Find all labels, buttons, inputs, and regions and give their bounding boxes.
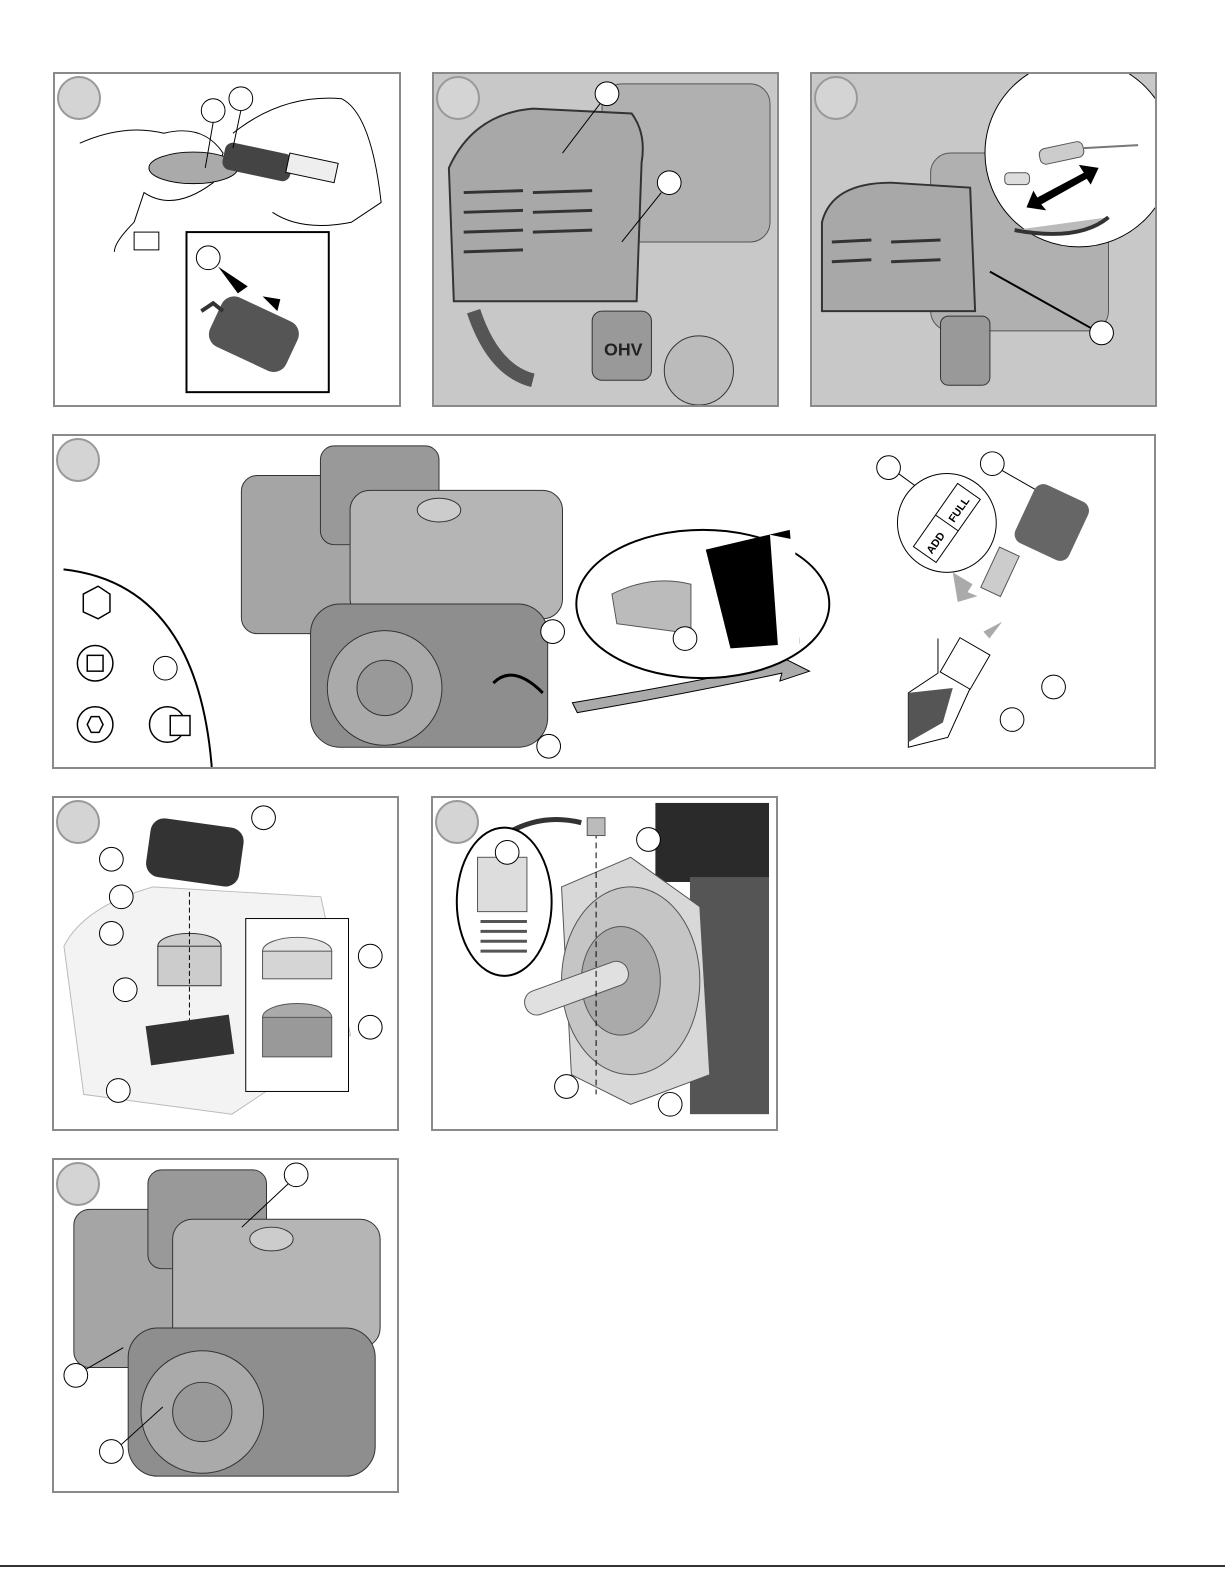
oil-check-illustration: ADD FULL [63, 445, 1089, 767]
callout-circle [357, 943, 383, 969]
callout-circle [105, 1078, 131, 1103]
callout-circle [999, 707, 1025, 732]
gear-reduction-illustration [455, 802, 770, 1117]
panel-spark-tester [810, 72, 1157, 407]
page-footer-rule [0, 1565, 1225, 1567]
callout-circle [251, 805, 276, 831]
spark-tester-illustration [812, 74, 1155, 405]
step-number-circle [435, 800, 479, 844]
callout-circle [1041, 674, 1066, 700]
callout-circle [283, 1162, 309, 1188]
callout-circle [99, 846, 124, 872]
callout-circle [876, 455, 901, 480]
panel-engine-overview [52, 1158, 399, 1493]
callout-circle [672, 626, 698, 651]
ohv-badge: OHV [604, 340, 643, 360]
callout-circle [63, 1363, 89, 1388]
engine-overview-illustration [63, 1162, 381, 1477]
callout-circle [99, 1439, 124, 1464]
step-number-circle [436, 76, 480, 120]
step-number-circle [814, 76, 858, 120]
step-number-circle [56, 1162, 100, 1206]
magnified-tester-circle [984, 74, 1155, 248]
callout-circle [195, 245, 221, 271]
callout-circle [200, 98, 226, 123]
callout-circle [228, 86, 254, 112]
panel-spark-plug-location: OHV [432, 72, 779, 407]
callout-circle [540, 619, 565, 644]
callout-circle [357, 1014, 383, 1040]
callout-circle [108, 884, 134, 910]
callout-circle [979, 451, 1005, 477]
callout-circle [1089, 320, 1114, 346]
drain-plug-types [76, 585, 191, 744]
spark-plug-illustration [79, 86, 382, 394]
step-number-circle [57, 76, 101, 120]
callout-circle [554, 1074, 579, 1099]
panel-spark-plug-gap [53, 72, 401, 407]
panel-oil-check-and-drain: ADD FULL [52, 434, 1156, 769]
callout-circle [636, 827, 661, 852]
step-number-circle [56, 800, 100, 844]
air-filter-illustration [63, 805, 383, 1115]
callout-circle [536, 733, 562, 759]
callout-circle [657, 1091, 683, 1117]
panel-gear-reduction-oil [431, 796, 778, 1131]
step-number-circle [56, 438, 100, 482]
panel-air-filter [52, 796, 399, 1131]
callout-circle [99, 921, 124, 946]
callout-circle [112, 977, 138, 1003]
engine-closeup-illustration: OHV [434, 74, 777, 405]
callout-circle [152, 655, 178, 681]
callout-circle [594, 81, 620, 107]
callout-circle [494, 839, 520, 865]
callout-circle [656, 170, 682, 196]
